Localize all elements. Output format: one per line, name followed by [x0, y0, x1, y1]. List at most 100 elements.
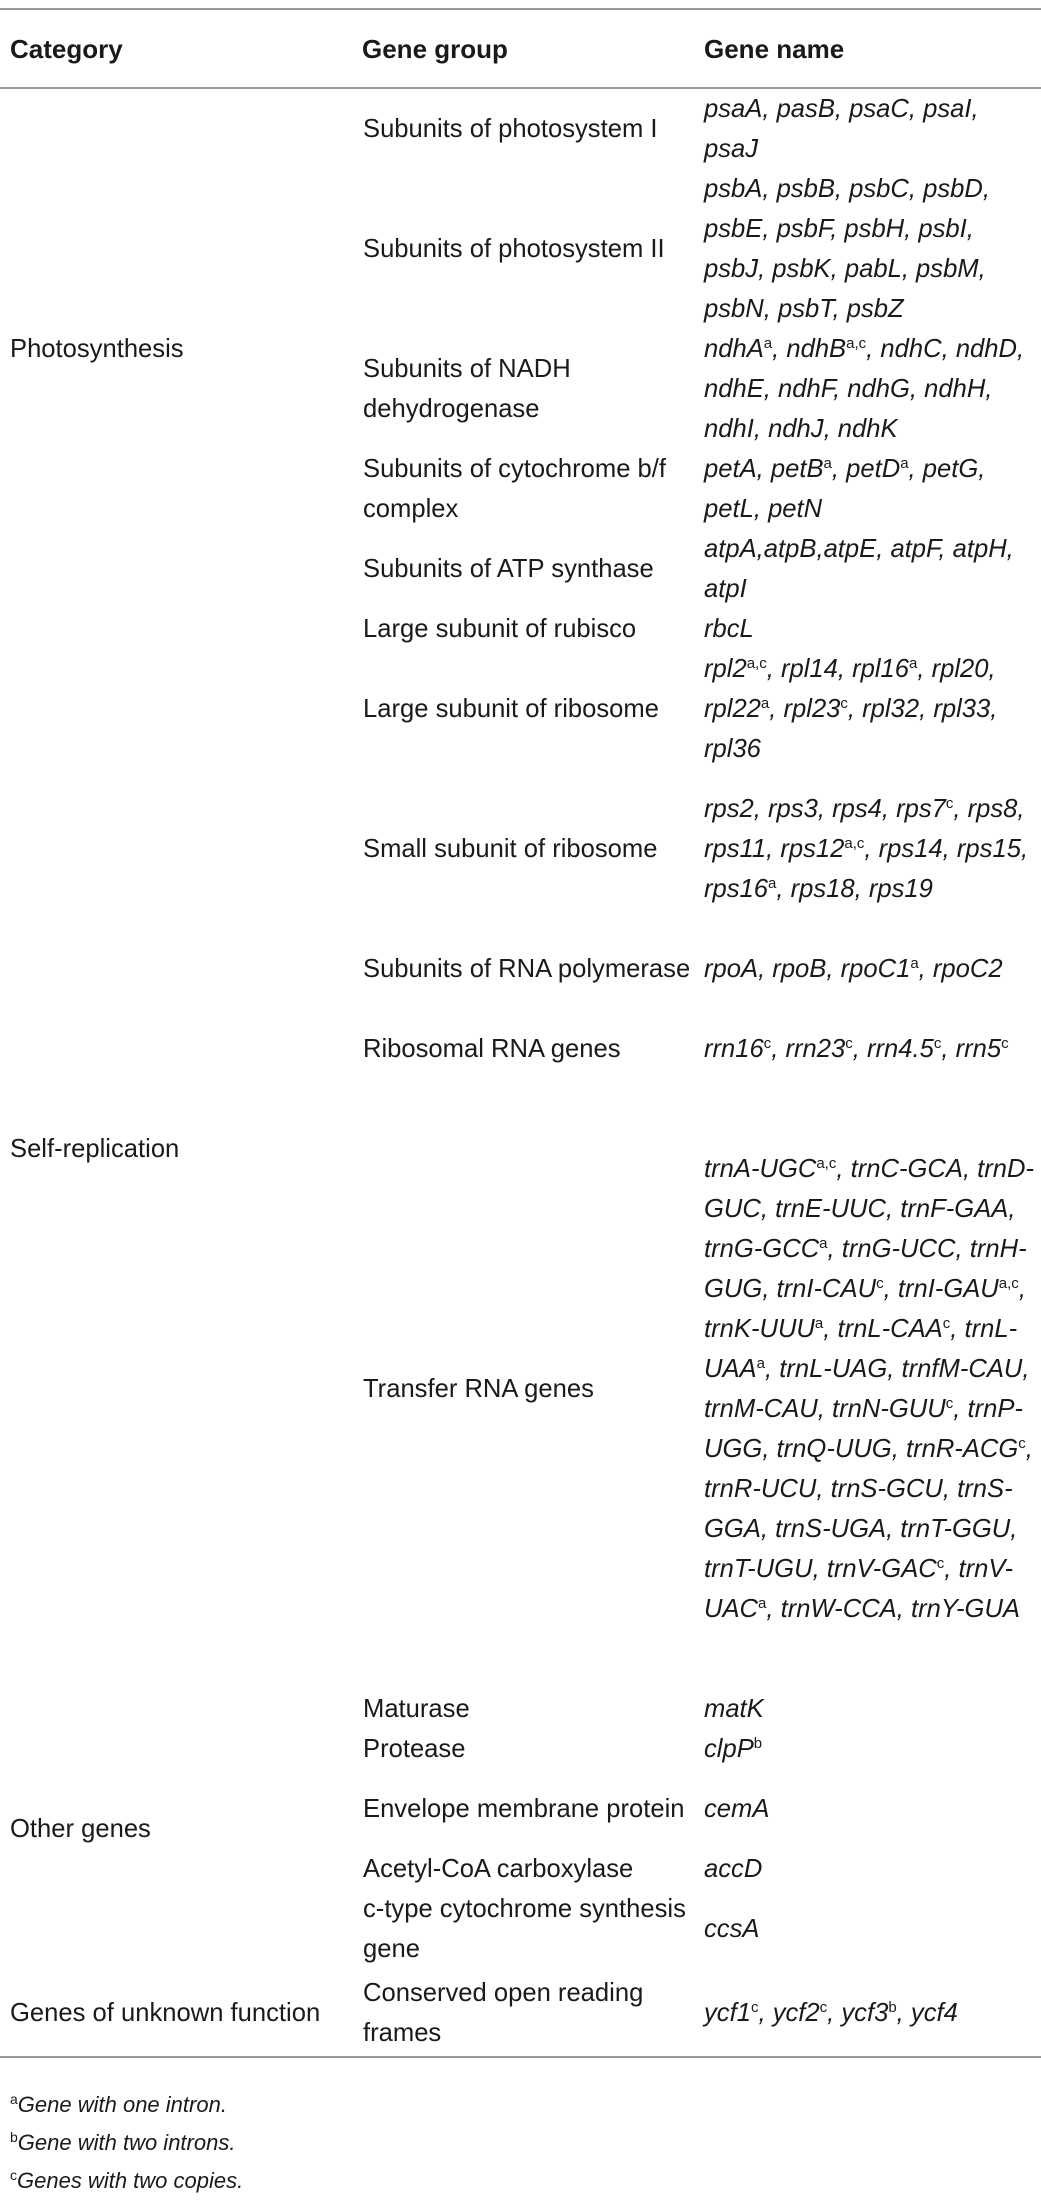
- gene-name: psbT: [777, 295, 833, 323]
- gene-name: petL: [704, 495, 754, 523]
- gene-name: trnS-UGA: [775, 1515, 887, 1543]
- gene-footnote-mark: c: [763, 1035, 772, 1052]
- gene-footnote-mark: b: [753, 1735, 763, 1752]
- gene-name: trnL-CAA: [837, 1315, 943, 1343]
- gene-name: trnD-GUC: [704, 1155, 1035, 1223]
- gene-footnote-mark: b: [888, 1998, 897, 2016]
- gene-footnote-mark: a: [909, 655, 918, 672]
- gene-name: psbB: [776, 175, 835, 203]
- gene-name: psbM: [916, 255, 979, 283]
- gene-name: rrn23: [785, 1035, 846, 1063]
- gene-group-cell: Large subunit of rubisco: [352, 609, 701, 649]
- gene-name-cell: psbA, psbB, psbC, psbD, psbE, psbF, psbH…: [704, 175, 991, 323]
- gene-footnote-mark: c: [1001, 1035, 1009, 1052]
- gene-name-cell: matK: [701, 1689, 1041, 1729]
- gene-name: rpl14: [780, 655, 838, 683]
- gene-name: petD: [846, 455, 901, 483]
- gene-name: rps3: [768, 795, 818, 823]
- gene-name: rbcL: [704, 615, 754, 643]
- gene-group-cell: Small subunit of ribosome: [352, 769, 701, 929]
- gene-name: psbZ: [846, 295, 904, 323]
- gene-group-cell: Conserved open reading frames: [352, 1969, 701, 2058]
- gene-name: psbN: [704, 295, 764, 323]
- gene-name: ndhK: [837, 415, 898, 443]
- gene-name: ndhB: [786, 335, 847, 363]
- gene-name: psaC: [849, 95, 909, 123]
- table-row: Subunits of cytochrome b/f complex petA,…: [0, 449, 1041, 529]
- gene-name: ndhG: [847, 375, 910, 403]
- category-self-replication: Self-replication: [10, 1135, 180, 1163]
- gene-name: trnN-GUU: [831, 1395, 946, 1423]
- gene-name-cell: rpl2a,c, rpl14, rpl16a, rpl20, rpl22a, r…: [704, 655, 998, 763]
- table-row: Subunits of NADH dehydrogenase ndhAa, nd…: [0, 329, 1041, 449]
- gene-name: clpP: [704, 1735, 754, 1763]
- gene-name: rpl20: [931, 655, 989, 683]
- gene-name: psbA: [704, 175, 763, 203]
- footnote-mark: a: [10, 2091, 18, 2107]
- gene-group-label: Protease: [363, 1735, 466, 1763]
- gene-name-cell: atpA,atpB,atpE, atpF, atpH, atpI: [704, 535, 1014, 603]
- gene-name-cell: rbcL: [701, 609, 1041, 649]
- table-row: Transfer RNA genes trnA-UGCa,c, trnC-GCA…: [0, 1089, 1041, 1689]
- header-gene-name: Gene name: [701, 8, 1041, 89]
- gene-name: petB: [770, 455, 824, 483]
- gene-name: trnL-UAA: [704, 1315, 1018, 1383]
- gene-name: rps11: [704, 835, 767, 863]
- gene-name: trnG-UCC: [841, 1235, 956, 1263]
- gene-name: rpoB: [772, 955, 827, 983]
- gene-footnote-mark: a: [763, 335, 773, 352]
- gene-footnote-mark: a: [819, 1235, 828, 1252]
- footnote-mark: b: [10, 2129, 18, 2145]
- gene-name: trnfM-CAU: [901, 1355, 1023, 1383]
- gene-group-cell: Subunits of photosystem I: [352, 88, 701, 169]
- gene-name: ndhE: [704, 375, 764, 403]
- table-row: Envelope membrane protein cemA: [0, 1769, 1041, 1849]
- gene-name: rpoC1: [840, 955, 911, 983]
- gene-name: trnY-GUA: [910, 1595, 1021, 1623]
- gene-name: trnH-GUG: [704, 1235, 1027, 1303]
- gene-name: rpl16: [852, 655, 910, 683]
- gene-name: atpA: [704, 535, 757, 563]
- gene-footnote-mark: c: [750, 1998, 759, 2016]
- gene-name: rps16: [704, 875, 769, 903]
- gene-name: ndhI: [704, 415, 754, 443]
- gene-name: rrn16: [704, 1035, 764, 1063]
- gene-footnote-mark: c: [876, 1275, 884, 1292]
- footnote: aGene with one intron.: [10, 2086, 1041, 2124]
- gene-group-cell: Transfer RNA genes: [352, 1089, 701, 1689]
- gene-name: matK: [704, 1695, 764, 1723]
- table-header-row: Category Gene group Gene name: [0, 8, 1041, 89]
- gene-name: petN: [768, 495, 823, 523]
- gene-name: rps7: [896, 795, 946, 823]
- header-category: Category: [0, 8, 352, 89]
- category-photosynthesis: Photosynthesis: [10, 335, 184, 363]
- gene-name: accD: [704, 1855, 763, 1883]
- gene-name: rpl33: [933, 695, 991, 723]
- gene-name-cell: clpPb: [701, 1729, 1041, 1769]
- gene-footnote-mark: a: [814, 1315, 824, 1332]
- gene-table-container: Category Gene group Gene name Photosynth…: [0, 8, 1041, 2200]
- gene-group-label: Maturase: [363, 1695, 470, 1723]
- gene-name: psbC: [849, 175, 909, 203]
- gene-group-label: c-type cytochrome synthesis gene: [363, 1895, 686, 1963]
- gene-name: rps8: [967, 795, 1018, 823]
- table-row: Self-replication Large subunit of rubisc…: [0, 609, 1041, 1163]
- gene-footnote-mark: c: [933, 1035, 942, 1052]
- gene-footnote-mark: a: [768, 875, 777, 892]
- gene-group-label: Subunits of ATP synthase: [363, 555, 654, 583]
- gene-name-cell: rpoA, rpoB, rpoC1a, rpoC2: [704, 955, 1003, 983]
- gene-footnote-mark: a,c: [816, 1155, 837, 1172]
- table-row: Subunits of photosystem II psbA, psbB, p…: [0, 169, 1041, 329]
- gene-name: atpI: [704, 575, 747, 603]
- gene-footnote-mark: a: [760, 695, 770, 712]
- gene-name: psaI: [923, 95, 972, 123]
- gene-name: psbH: [844, 215, 905, 243]
- gene-name: trnE-UUC: [775, 1195, 887, 1223]
- gene-name: rrn4.5: [866, 1035, 934, 1063]
- gene-name: psbE: [704, 215, 763, 243]
- gene-group-cell: Protease: [352, 1729, 701, 1769]
- gene-footnote-mark: c: [945, 1395, 954, 1412]
- gene-name: trnS-GCU: [830, 1475, 943, 1503]
- gene-group-cell: Envelope membrane protein: [352, 1769, 701, 1849]
- gene-name: psbF: [776, 215, 831, 243]
